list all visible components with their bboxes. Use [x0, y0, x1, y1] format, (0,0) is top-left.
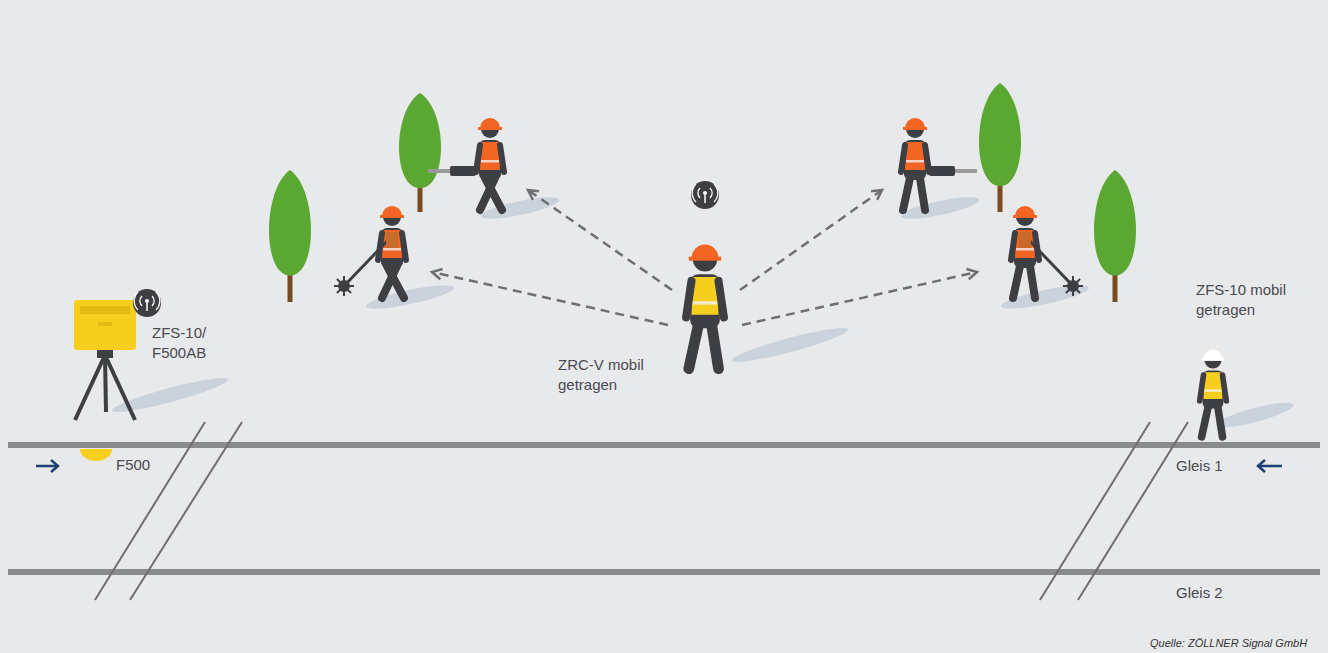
f500-sensor	[80, 449, 112, 461]
radio-icon	[133, 289, 161, 317]
worker-figure	[334, 206, 406, 298]
shadow	[730, 323, 850, 368]
tripod-device	[74, 300, 136, 420]
tree	[1094, 170, 1136, 302]
worker-figure	[1200, 350, 1227, 437]
device-label: ZFS-10 mobil getragen	[1196, 280, 1321, 321]
device-label: ZFS-10/ F500AB	[152, 323, 232, 364]
track-label: Gleis 1	[1176, 456, 1223, 476]
radio-link-arrow	[432, 269, 668, 325]
radio-link-arrow	[740, 190, 882, 290]
worker-figure	[901, 118, 977, 210]
worker-figure	[428, 118, 504, 210]
sensor-label: F500	[116, 455, 150, 475]
worker-figure	[686, 245, 724, 369]
shadow	[110, 373, 230, 418]
break-line	[95, 422, 205, 600]
tree	[979, 83, 1021, 212]
break-line	[1078, 422, 1188, 600]
track-line	[8, 569, 1320, 575]
break-line	[130, 422, 242, 600]
track-line	[8, 442, 1320, 448]
radio-icon	[691, 181, 719, 209]
radio-link-arrow	[528, 190, 672, 290]
direction-arrow	[36, 460, 58, 472]
worker-figure	[1011, 206, 1083, 298]
shadow	[899, 193, 980, 223]
radio-link-arrow	[742, 269, 977, 325]
device-label: ZRC-V mobil getragen	[558, 355, 658, 396]
direction-arrow	[1258, 460, 1282, 472]
source-note: Quelle: ZÖLLNER Signal GmbH	[1150, 636, 1307, 651]
tree	[399, 93, 441, 212]
tree	[269, 170, 311, 302]
track-label: Gleis 2	[1176, 583, 1223, 603]
